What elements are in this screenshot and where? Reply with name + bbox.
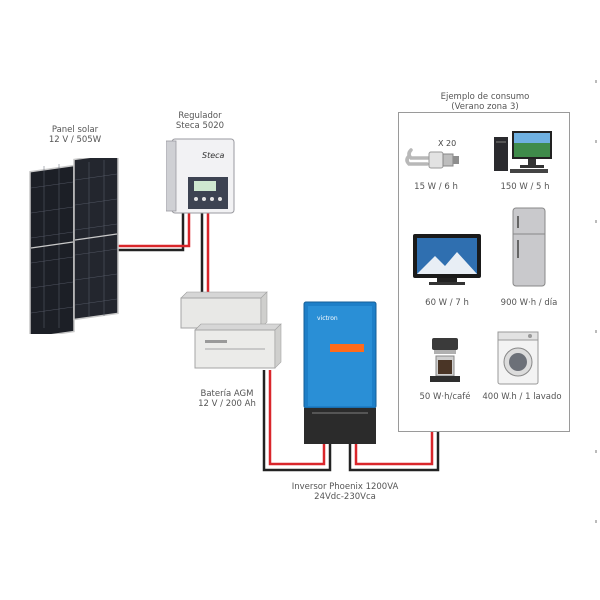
wire-bat-inv-black — [262, 370, 332, 472]
regulator-label: Regulador Steca 5020 — [175, 111, 225, 131]
agm-battery — [175, 290, 285, 372]
edge-mark — [595, 220, 597, 223]
edge-mark — [595, 330, 597, 333]
edge-mark — [595, 140, 597, 143]
fridge-label: 900 W·h / día — [500, 298, 558, 308]
charge-regulator: Steca — [165, 137, 236, 215]
inverter: victron — [302, 300, 378, 446]
washer-label: 400 W.h / 1 lavado — [482, 392, 562, 402]
panel-label: Panel solar 12 V / 505W — [48, 125, 102, 145]
bulb-label: 15 W / 6 h — [414, 182, 458, 192]
bulb-icon — [403, 138, 465, 176]
svg-text:victron: victron — [317, 315, 338, 322]
regulator-brand: Steca — [202, 151, 225, 160]
wire-bat-inv-red — [268, 370, 326, 466]
computer-icon — [492, 129, 556, 175]
wire-panel-reg-red — [117, 212, 191, 248]
bulb-count: X 20 — [438, 139, 457, 148]
edge-mark — [595, 80, 597, 83]
solar-panel — [28, 152, 120, 339]
wire-inv-load-black — [348, 430, 440, 472]
consumption-title: Ejemplo de consumo (Verano zona 3) — [440, 92, 530, 112]
washing-machine-icon — [496, 330, 540, 386]
edge-mark — [595, 520, 597, 523]
inverter-label: Inversor Phoenix 1200VA 24Vdc-230Vca — [291, 482, 399, 502]
fridge-icon — [511, 206, 547, 288]
coffee-maker-icon — [428, 336, 462, 384]
battery-label: Batería AGM 12 V / 200 Ah — [198, 389, 256, 409]
wire-panel-reg-black — [117, 212, 185, 252]
coffee-label: 50 W·h/café — [419, 392, 471, 402]
tv-icon — [411, 232, 483, 288]
tv-label: 60 W / 7 h — [425, 298, 469, 308]
edge-mark — [595, 450, 597, 453]
computer-label: 150 W / 5 h — [500, 182, 550, 192]
wire-inv-load-red — [354, 430, 434, 466]
